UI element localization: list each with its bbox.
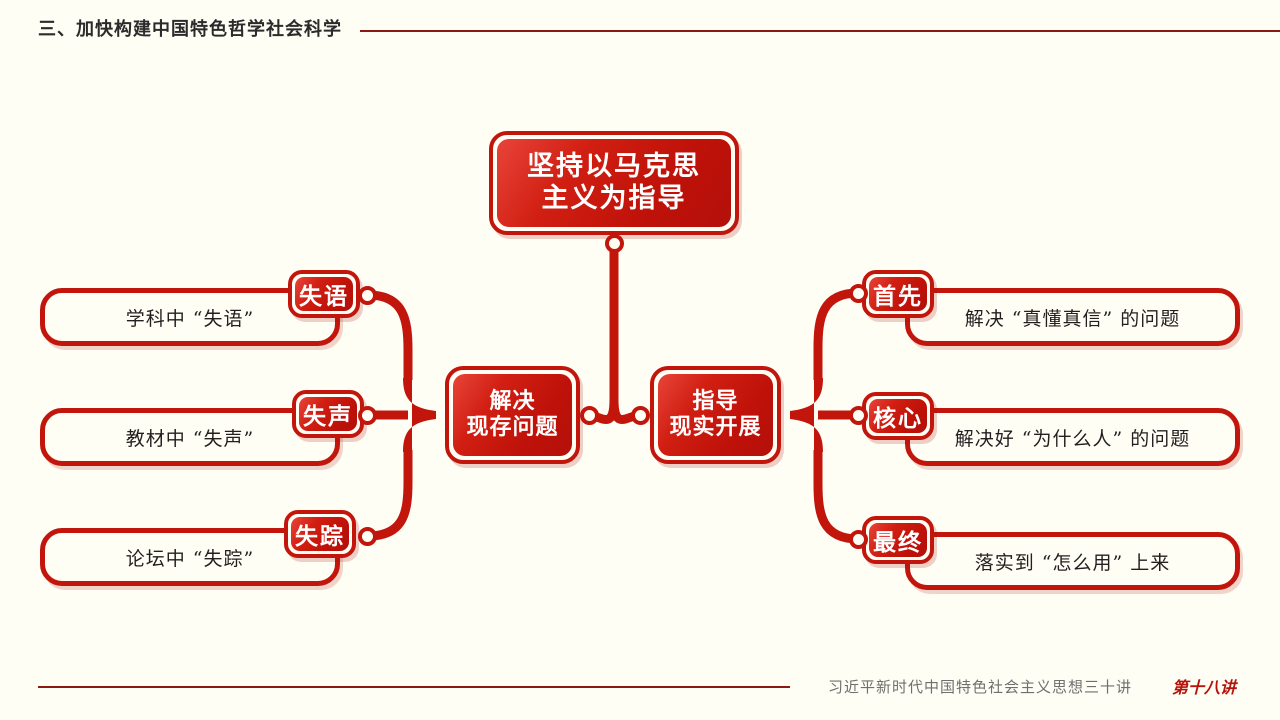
- left-branch-badge-label-0: 失语: [295, 277, 353, 311]
- left-branch-badge-0[interactable]: 失语: [288, 270, 360, 318]
- footer-divider: [38, 686, 1244, 688]
- left-branch-badge-label-1: 失声: [299, 397, 357, 431]
- knob-right-0: [849, 284, 868, 303]
- link-left-2: [367, 450, 413, 541]
- link-left-0: [367, 290, 413, 380]
- left-branch-text-2: 论坛中 “失踪”: [125, 547, 255, 570]
- right-branch-text-2: 落实到 “怎么用” 上来: [974, 551, 1171, 574]
- page-title: 三、加快构建中国特色哲学社会科学: [38, 19, 342, 40]
- node-top[interactable]: 坚持以马克思 主义为指导: [489, 131, 739, 235]
- right-branch-text-0: 解决 “真懂真信” 的问题: [964, 307, 1181, 330]
- link-right-arrow: [790, 378, 823, 452]
- right-branch-badge-label-2: 最终: [869, 523, 927, 557]
- right-branch-badge-2[interactable]: 最终: [862, 516, 934, 564]
- node-center-solve[interactable]: 解决 现存问题: [445, 366, 580, 464]
- node-top-label: 坚持以马克思 主义为指导: [497, 139, 731, 227]
- link-left-arrow: [403, 378, 436, 452]
- knob-left-2: [358, 527, 377, 546]
- node-center-guide-label: 指导 现实开展: [658, 374, 773, 456]
- knob-center-solve: [580, 406, 599, 425]
- right-branch-badge-1[interactable]: 核心: [862, 392, 934, 440]
- knob-right-1: [849, 406, 868, 425]
- left-branch-text-1: 教材中 “失声”: [125, 427, 255, 450]
- slide-header: 三、加快构建中国特色哲学社会科学: [0, 0, 1280, 52]
- right-branch-box-0[interactable]: 解决 “真懂真信” 的问题: [905, 288, 1240, 346]
- right-branch-badge-0[interactable]: 首先: [862, 270, 934, 318]
- link-right-2: [813, 450, 859, 544]
- right-branch-text-1: 解决好 “为什么人” 的问题: [954, 427, 1191, 450]
- knob-center-guide: [631, 406, 650, 425]
- knob-right-2: [849, 530, 868, 549]
- link-right-0: [813, 288, 859, 380]
- footer-text-backdrop: [790, 672, 1260, 706]
- right-branch-badge-label-0: 首先: [869, 277, 927, 311]
- footer-series-title: 习近平新时代中国特色社会主义思想三十讲: [828, 678, 1133, 696]
- right-branch-box-1[interactable]: 解决好 “为什么人” 的问题: [905, 408, 1240, 466]
- left-branch-badge-label-2: 失踪: [291, 517, 349, 551]
- knob-left-0: [358, 286, 377, 305]
- knob-left-1: [358, 406, 377, 425]
- node-center-solve-label: 解决 现存问题: [453, 374, 572, 456]
- knob-top-node: [605, 234, 624, 253]
- right-branch-box-2[interactable]: 落实到 “怎么用” 上来: [905, 532, 1240, 590]
- header-divider: [360, 30, 1280, 32]
- left-branch-badge-2[interactable]: 失踪: [284, 510, 356, 558]
- node-center-guide[interactable]: 指导 现实开展: [650, 366, 781, 464]
- left-branch-badge-1[interactable]: 失声: [292, 390, 364, 438]
- left-branch-text-0: 学科中 “失语”: [125, 307, 255, 330]
- left-branch-box-1[interactable]: 教材中 “失声”: [40, 408, 340, 466]
- right-branch-badge-label-1: 核心: [869, 399, 927, 433]
- footer-lecture-number: 第十八讲: [1172, 678, 1237, 697]
